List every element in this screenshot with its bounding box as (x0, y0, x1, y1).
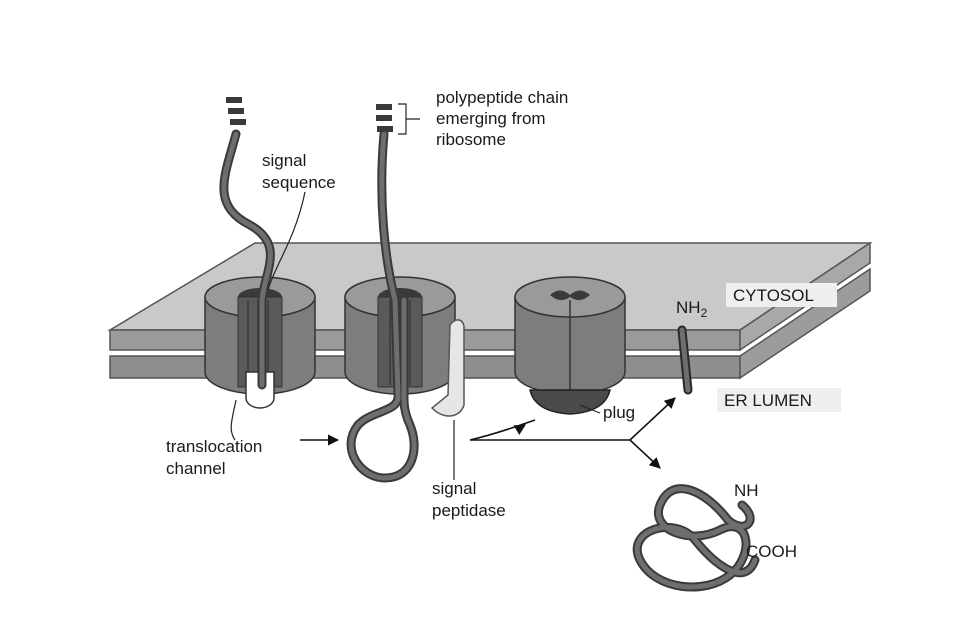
label-signal-peptidase-line-1: signal (432, 479, 476, 498)
arrow-up-branch (629, 397, 676, 441)
label-translocation-channel-line-2: channel (166, 459, 226, 478)
label-cytosol: CYTOSOL (733, 286, 814, 305)
label-plug: plug (603, 403, 635, 422)
folded-protein (632, 484, 760, 592)
polypeptide-chain-1 (219, 97, 275, 390)
translocation-channel-3-closed (514, 276, 626, 415)
membrane-signal-peptide (677, 325, 693, 395)
nh2-membrane-text: NH (676, 298, 701, 317)
label-cooh-protein: COOH (746, 542, 797, 561)
label-nh2-protein: NH (734, 481, 759, 500)
label-polypeptide-line-3: ribosome (436, 130, 506, 149)
arrow-branch (469, 419, 536, 441)
label-signal-sequence-line-1: signal (262, 151, 306, 170)
label-signal-peptidase-line-2: peptidase (432, 501, 506, 520)
signal-peptidase (430, 319, 465, 417)
cytosol-label-box (726, 283, 837, 307)
er-lumen-label-box (717, 388, 841, 412)
label-signal-sequence-line-2: sequence (262, 173, 336, 192)
label-nh2-membrane: NH2 (676, 298, 708, 320)
polypeptide-chain-2 (346, 104, 419, 483)
leader-lines (230, 103, 601, 480)
label-polypeptide-line-2: emerging from (436, 109, 546, 128)
plug (529, 389, 611, 415)
arrow-down-branch (629, 439, 661, 469)
label-polypeptide-line-1: polypeptide chain (436, 88, 568, 107)
process-arrows (300, 397, 676, 469)
label-er-lumen: ER LUMEN (724, 391, 812, 410)
label-translocation-channel-line-1: translocation (166, 437, 262, 456)
